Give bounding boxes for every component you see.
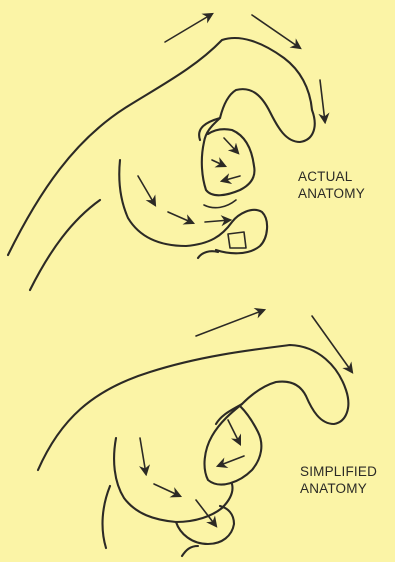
arrow-simplified-2	[312, 316, 352, 372]
hand-actual-nail	[228, 232, 246, 248]
hand-simplified	[38, 310, 352, 556]
arrow-actual-8	[168, 212, 193, 223]
hand-actual-outline	[8, 38, 315, 255]
label-actual-line-2: ANATOMY	[298, 185, 365, 202]
hand-actual-finger	[202, 118, 255, 195]
label-simplified-line-1: SIMPLIFIED	[300, 463, 377, 480]
arrow-actual-5	[212, 160, 225, 166]
label-actual-anatomy: ACTUAL ANATOMY	[298, 168, 365, 202]
hand-simplified-finger	[205, 404, 262, 485]
arrow-actual-6	[222, 176, 240, 181]
arrow-actual-9	[205, 220, 230, 222]
label-simplified-line-2: ANATOMY	[300, 480, 377, 497]
hand-simplified-outline	[38, 345, 348, 470]
label-simplified-anatomy: SIMPLIFIED ANATOMY	[300, 463, 377, 497]
arrow-actual-4	[224, 138, 238, 153]
arrow-simplified-1	[196, 310, 264, 336]
hand-simplified-palm	[114, 438, 232, 522]
arrow-actual-7	[138, 176, 155, 205]
arrow-simplified-5	[140, 438, 146, 474]
arrow-simplified-6	[154, 484, 180, 496]
arrow-actual-1	[165, 14, 212, 42]
arrow-simplified-4	[218, 456, 244, 466]
label-actual-line-1: ACTUAL	[298, 168, 365, 185]
arrow-actual-3	[320, 80, 325, 122]
hand-actual	[8, 14, 325, 290]
arrow-simplified-3	[228, 420, 240, 444]
hand-actual-knuckle	[204, 200, 236, 208]
